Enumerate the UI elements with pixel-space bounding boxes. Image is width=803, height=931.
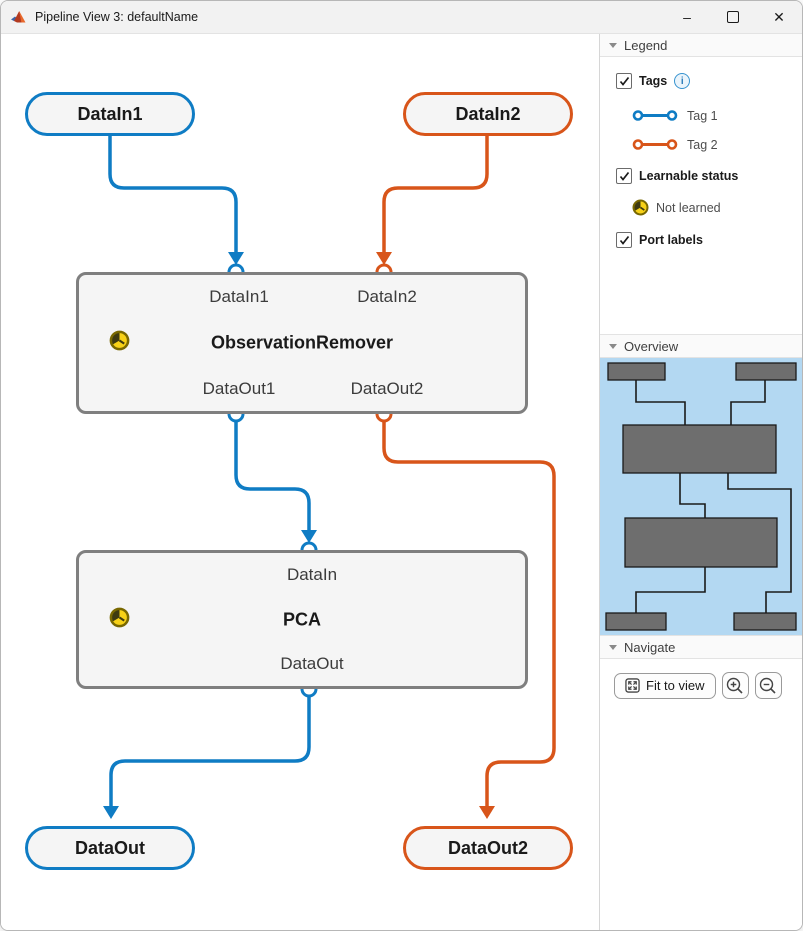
zoom-out-icon xyxy=(759,677,776,694)
port-label-datain: DataIn xyxy=(286,565,338,584)
legend-section-header[interactable]: Legend xyxy=(600,34,802,57)
node-label: DataOut2 xyxy=(447,837,528,858)
port-label-dataout1: DataOut1 xyxy=(202,379,276,398)
edge-pcaout-sink[interactable] xyxy=(109,696,311,809)
not-learned-clock-icon xyxy=(109,607,130,633)
node-pca[interactable]: DataIn PCA DataOut xyxy=(76,550,528,689)
navigate-header-label: Navigate xyxy=(624,639,676,655)
navigate-panel: Fit to view xyxy=(600,659,802,699)
title-bar[interactable]: Pipeline View 3: defaultName – ✕ xyxy=(1,1,802,34)
zoom-in-icon xyxy=(726,677,743,694)
tag2-label: Tag 2 xyxy=(687,137,718,152)
sidebar: Legend Tags i Tag 1 xyxy=(600,34,802,930)
node-sink-dataout2[interactable]: DataOut2 xyxy=(403,826,573,870)
block-title: PCA xyxy=(282,609,322,629)
not-learned-clock-icon xyxy=(632,199,649,216)
port-label-datain1: DataIn1 xyxy=(209,287,269,306)
zoom-in-button[interactable] xyxy=(721,672,749,699)
overview-header-label: Overview xyxy=(624,338,679,354)
edge-datain1[interactable] xyxy=(108,136,238,255)
not-learned-clock-icon xyxy=(109,330,130,356)
tag1-label: Tag 1 xyxy=(687,108,718,123)
fit-to-view-button[interactable]: Fit to view xyxy=(614,672,716,699)
tag2-line-sample-icon xyxy=(632,139,678,150)
overview-minimap[interactable] xyxy=(600,358,802,635)
port-label-dataout2: DataOut2 xyxy=(350,379,424,398)
node-observationremover[interactable]: DataIn1 DataIn2 ObservationRemover DataO… xyxy=(76,272,528,414)
navigate-section-header[interactable]: Navigate xyxy=(600,635,802,659)
edge-dataout1-pca[interactable] xyxy=(234,421,311,533)
arrowhead xyxy=(103,806,119,819)
minimize-button[interactable]: – xyxy=(683,9,691,25)
fit-to-view-label: Fit to view xyxy=(646,678,705,693)
port-labels-checkbox[interactable] xyxy=(616,232,632,248)
port-label-dataout: DataOut xyxy=(280,654,344,673)
arrowhead xyxy=(376,252,392,265)
learnable-status-checkbox[interactable] xyxy=(616,168,632,184)
window-title: Pipeline View 3: defaultName xyxy=(35,10,199,24)
block-title: ObservationRemover xyxy=(210,332,394,353)
node-label: DataIn1 xyxy=(77,103,143,124)
tag1-line-sample-icon xyxy=(632,110,678,121)
learnable-status-label: Learnable status xyxy=(639,169,739,183)
maximize-icon xyxy=(727,11,739,23)
node-label: DataIn2 xyxy=(455,103,521,124)
info-icon[interactable]: i xyxy=(674,73,691,89)
fit-to-view-icon xyxy=(625,678,640,693)
port-labels-label: Port labels xyxy=(639,233,703,247)
port-label-datain2: DataIn2 xyxy=(357,287,417,306)
edge-datain2[interactable] xyxy=(382,136,489,255)
tags-label: Tags xyxy=(639,74,668,88)
not-learned-label: Not learned xyxy=(656,200,721,215)
node-source-datain1[interactable]: DataIn1 xyxy=(25,92,195,136)
zoom-out-button[interactable] xyxy=(754,672,782,699)
collapse-arrow-icon xyxy=(609,42,617,48)
node-source-datain2[interactable]: DataIn2 xyxy=(403,92,573,136)
collapse-arrow-icon xyxy=(609,343,617,349)
legend-header-label: Legend xyxy=(624,37,668,53)
collapse-arrow-icon xyxy=(609,644,617,650)
maximize-button[interactable] xyxy=(710,1,756,33)
arrowhead xyxy=(228,252,244,265)
legend-panel: Tags i Tag 1 xyxy=(600,57,802,334)
tags-checkbox[interactable] xyxy=(616,73,632,89)
overview-section-header[interactable]: Overview xyxy=(600,334,802,358)
edge-dataout2-sink[interactable] xyxy=(382,421,556,809)
node-label: DataOut xyxy=(74,837,145,858)
arrowhead xyxy=(301,530,317,543)
node-sink-dataout[interactable]: DataOut xyxy=(25,826,195,870)
pipeline-canvas[interactable]: DataIn1 DataIn2 DataIn1 DataIn2 Observat xyxy=(1,34,600,930)
arrowhead xyxy=(479,806,495,819)
matlab-icon xyxy=(11,9,27,25)
close-button[interactable]: ✕ xyxy=(773,8,785,25)
